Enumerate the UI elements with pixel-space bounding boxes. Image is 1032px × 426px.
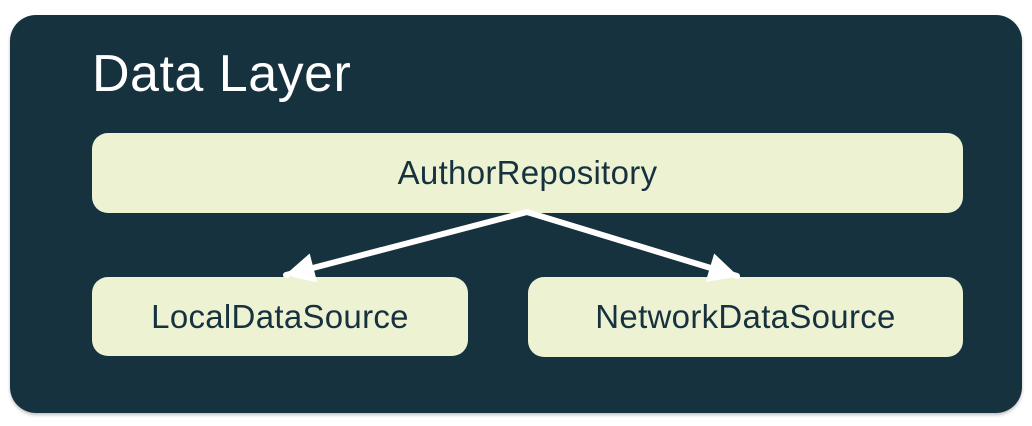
node-author-repository: AuthorRepository — [92, 133, 963, 213]
diagram-title: Data Layer — [92, 45, 352, 103]
node-network-data-source-label: NetworkDataSource — [595, 298, 896, 335]
node-local-data-source-label: LocalDataSource — [151, 297, 409, 335]
node-local-data-source: LocalDataSource — [92, 277, 468, 356]
node-network-data-source: NetworkDataSource — [528, 277, 963, 357]
node-author-repository-label: AuthorRepository — [397, 154, 658, 191]
